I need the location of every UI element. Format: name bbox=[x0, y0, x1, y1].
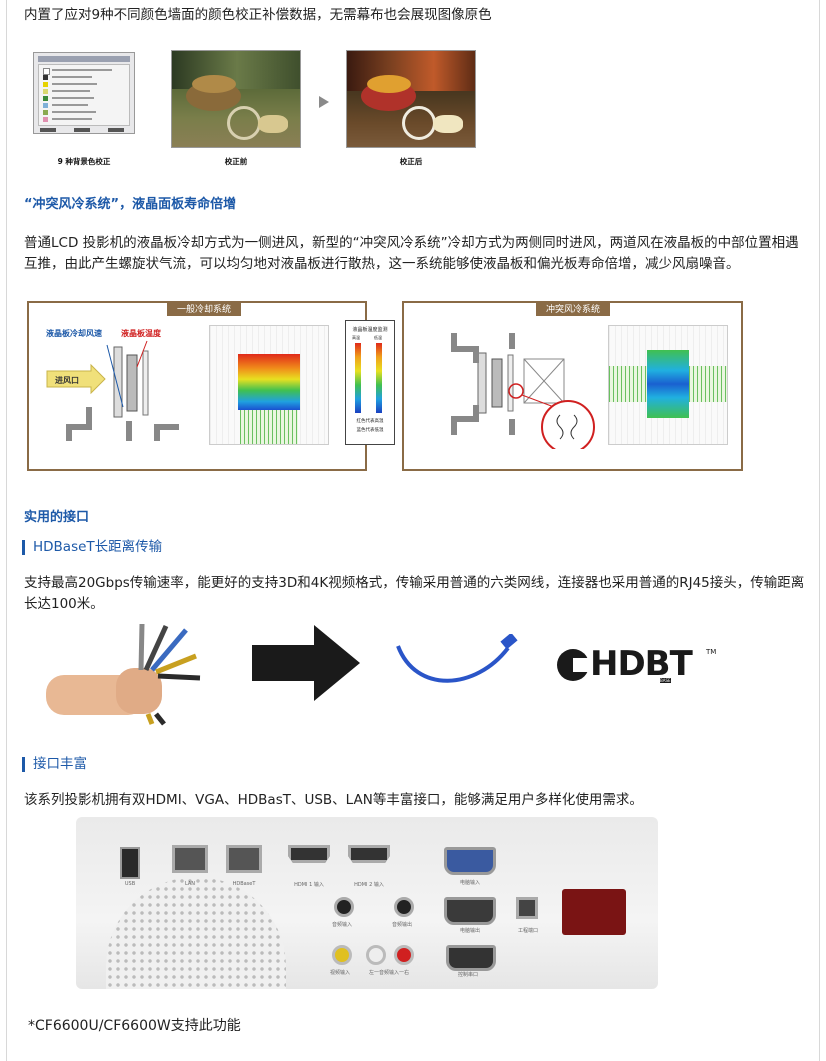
after-caption: 校正后 bbox=[399, 157, 423, 166]
audio-out-label: 音频输出 bbox=[391, 922, 412, 928]
temperature-label: 液晶板温度 bbox=[121, 329, 161, 338]
hdbt-tm: TM bbox=[706, 648, 717, 656]
hdbt-logo-text: HDBT bbox=[590, 644, 693, 684]
normal-heatmap bbox=[209, 325, 329, 445]
audio-r-port[interactable] bbox=[394, 945, 414, 965]
legend-high: 高温 bbox=[352, 335, 360, 340]
intro-text: 内置了应对9种不同颜色墙面的颜色校正补偿数据，无需幕布也会展现图像原色 bbox=[24, 7, 492, 23]
usb-label: USB bbox=[124, 881, 136, 887]
av-in-label: 左一音频输入一右 bbox=[368, 970, 409, 976]
collision-cooling-panel: 冲突风冷系统 bbox=[402, 301, 743, 471]
audio-in-label: 音频输入 bbox=[331, 922, 352, 928]
collision-heatmap bbox=[608, 325, 728, 445]
airflow-label: 液晶板冷却风速 bbox=[46, 329, 102, 338]
cable-bundle-image bbox=[46, 623, 201, 726]
hdbaset-title: HDBaseT长距离传输 bbox=[22, 540, 162, 555]
legend-low: 低温 bbox=[374, 335, 382, 340]
big-arrow-icon bbox=[252, 625, 360, 701]
audio-out-port[interactable] bbox=[394, 897, 414, 917]
legend-red: 红色代表高温 bbox=[356, 419, 384, 424]
normal-cooling-title: 一般冷却系统 bbox=[167, 301, 242, 316]
control-label: 控制串口 bbox=[457, 972, 478, 978]
hdmi1-port[interactable] bbox=[288, 845, 330, 863]
monitor-out-port[interactable] bbox=[444, 897, 496, 925]
service-port[interactable] bbox=[516, 897, 538, 919]
service-label: 工程端口 bbox=[517, 928, 538, 934]
temperature-legend: 液晶板温度监测 高温 低温 红色代表高温 蓝色代表低温 bbox=[345, 320, 395, 445]
pc-in-label: 电脑输入 bbox=[459, 880, 480, 886]
hdbt-logo: HDBT TM BASE bbox=[556, 644, 726, 686]
hdbaset-paragraph: 支持最高20Gbps传输速率，能更好的支持3D和4K视频格式，传输采用普通的六类… bbox=[24, 575, 805, 612]
video-in-label: 视频输入 bbox=[329, 970, 350, 976]
content-frame bbox=[6, 0, 820, 1061]
normal-airflow-diagram bbox=[46, 340, 179, 441]
ir-sensor-window bbox=[562, 889, 626, 935]
after-correction-image bbox=[346, 50, 476, 148]
rich-ports-title: 接口丰富 bbox=[22, 757, 87, 772]
audio-in-port[interactable] bbox=[334, 897, 354, 917]
projector-port-panel: USB LAN HDBaseT HDMI 1 输入 HDMI 2 输入 电脑输入… bbox=[76, 817, 658, 989]
hdbt-sub: BASE bbox=[660, 678, 671, 683]
rich-ports-paragraph: 该系列投影机拥有双HDMI、VGA、HDBasT、USB、LAN等丰富接口，能够… bbox=[24, 792, 643, 808]
collision-airflow-diagram bbox=[451, 333, 595, 449]
speaker-grille bbox=[106, 877, 286, 989]
inlet-label: 进风口 bbox=[55, 376, 79, 385]
hdmi2-port[interactable] bbox=[348, 845, 390, 863]
normal-cooling-panel: 一般冷却系统 液晶板冷却风速 液晶板温度 进风口 bbox=[27, 301, 367, 471]
correction-menu-image bbox=[33, 52, 135, 134]
cat6-cable-image bbox=[396, 634, 518, 683]
hdbaset-port[interactable] bbox=[226, 845, 262, 873]
pc-in-port[interactable] bbox=[444, 847, 496, 875]
monitor-out-label: 电脑输出 bbox=[459, 928, 480, 934]
usb-port[interactable] bbox=[120, 847, 140, 879]
control-port[interactable] bbox=[446, 945, 496, 971]
triangle-right-icon bbox=[319, 96, 329, 108]
interface-heading: 实用的接口 bbox=[24, 510, 90, 525]
before-correction-image bbox=[171, 50, 301, 148]
cooling-heading: “冲突风冷系统”，液晶面板寿命倍增 bbox=[24, 197, 237, 212]
cooling-paragraph: 普通LCD 投影机的液晶板冷却方式为一侧进风，新型的“冲突风冷系统”冷却方式为两… bbox=[24, 235, 799, 272]
hdmi2-label: HDMI 2 输入 bbox=[354, 882, 384, 888]
hdmi1-label: HDMI 1 输入 bbox=[294, 882, 324, 888]
hdbaset-port-label: HDBaseT bbox=[232, 881, 256, 887]
video-in-port[interactable] bbox=[332, 945, 352, 965]
before-caption: 校正前 bbox=[224, 157, 248, 166]
lan-label: LAN bbox=[184, 881, 196, 887]
hdbt-mark-icon bbox=[557, 649, 592, 681]
audio-l-port[interactable] bbox=[366, 945, 386, 965]
menu-caption: 9 种背景色校正 bbox=[57, 157, 111, 166]
footnote: *CF6600U/CF6600W支持此功能 bbox=[28, 1018, 241, 1034]
legend-title: 液晶板温度监测 bbox=[352, 327, 388, 333]
lan-port[interactable] bbox=[172, 845, 208, 873]
legend-blue: 蓝色代表低温 bbox=[356, 428, 384, 433]
collision-cooling-title: 冲突风冷系统 bbox=[536, 301, 611, 316]
